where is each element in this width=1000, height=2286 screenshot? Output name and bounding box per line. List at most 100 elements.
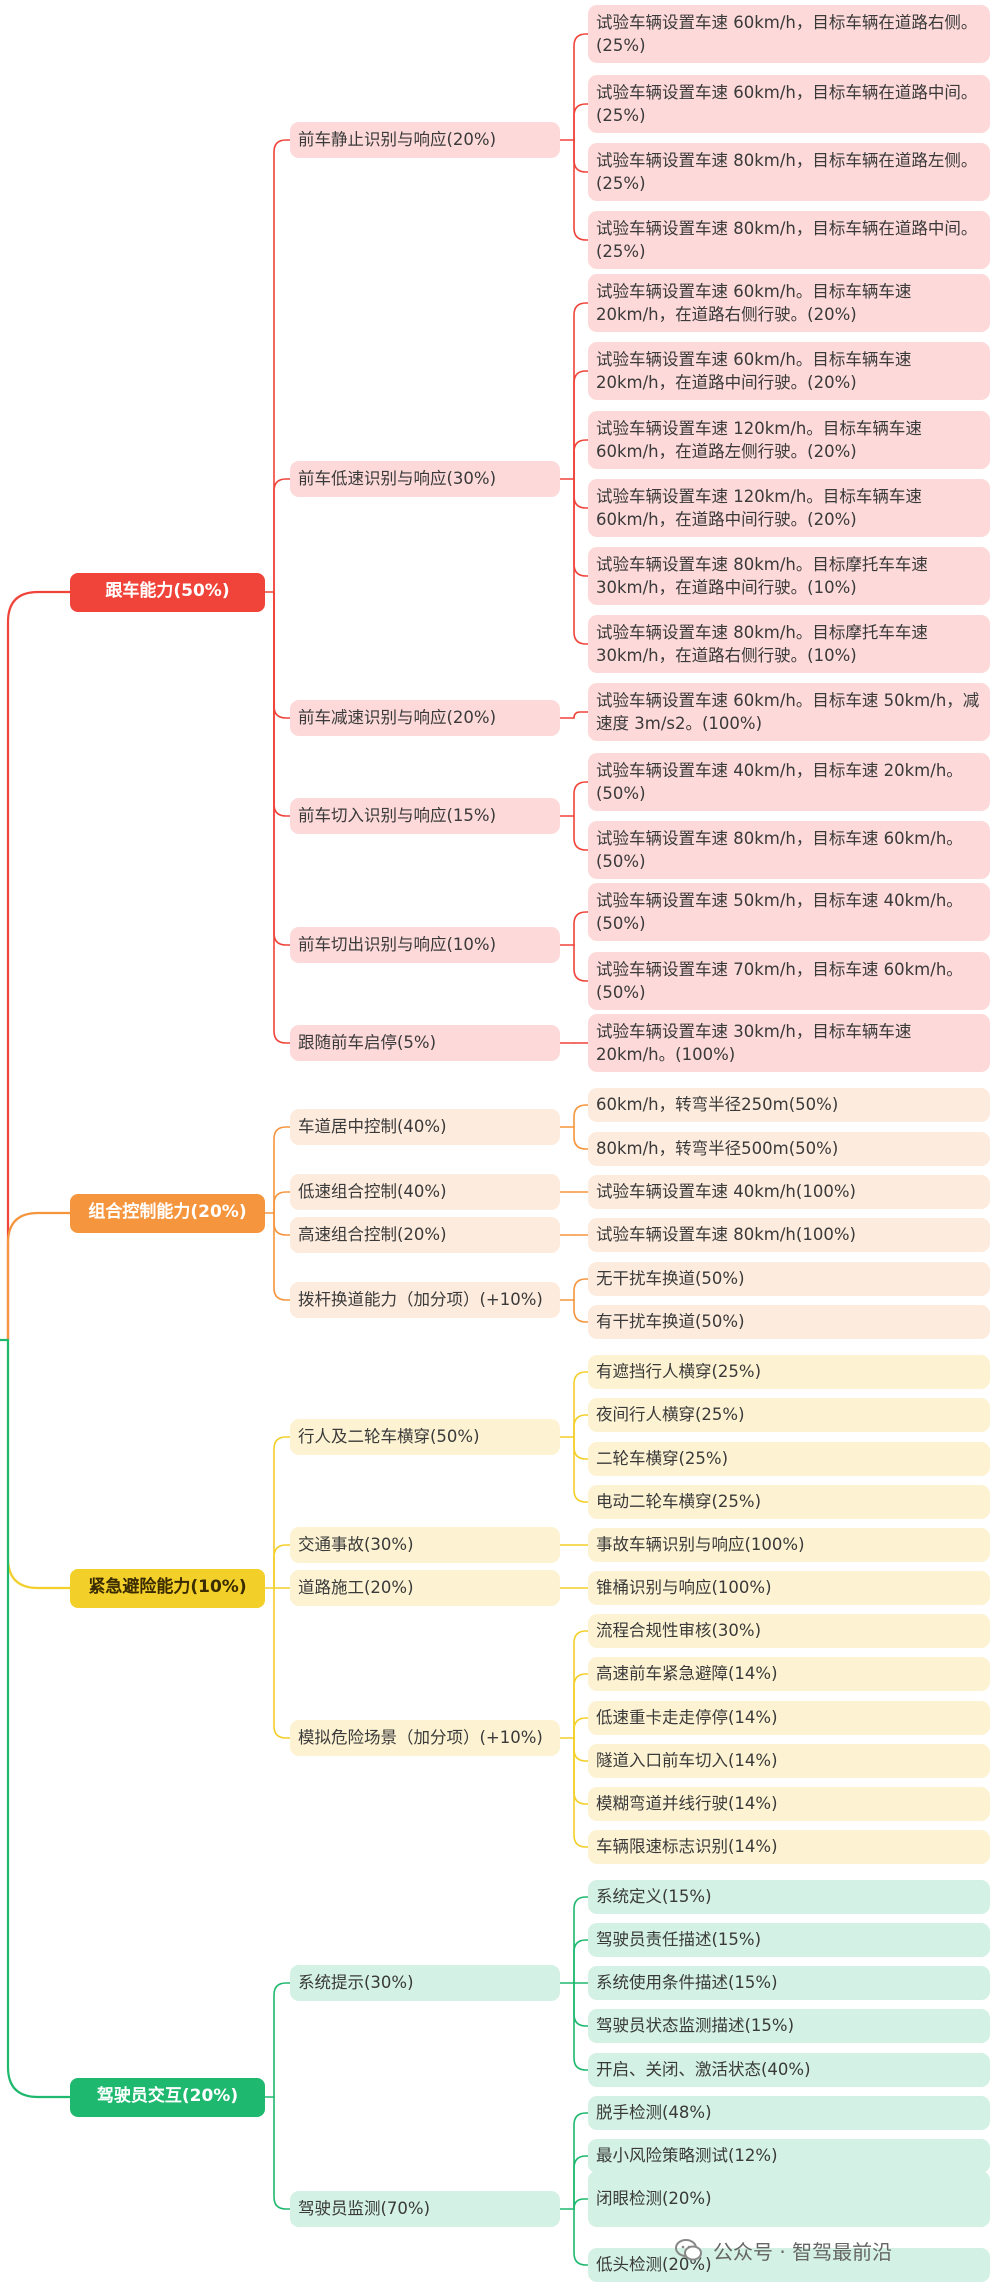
test-case-node[interactable]: 试验车辆设置车速 60km/h。目标车辆车速 20km/h，在道路中间行驶。(2…: [588, 342, 990, 400]
test-case-node[interactable]: 夜间行人横穿(25%): [588, 1398, 990, 1432]
test-case-node[interactable]: 80km/h，转弯半径500m(50%): [588, 1132, 990, 1166]
item-0-4-link-0: [573, 911, 589, 946]
branch-1-link-0: [273, 1126, 291, 1214]
test-case-node[interactable]: 车辆限速标志识别(14%): [588, 1830, 990, 1864]
item-2-3-link-2: [573, 1717, 589, 1739]
test-case-node[interactable]: 试验车辆设置车速 30km/h，目标车辆车速 20km/h。(100%): [588, 1014, 990, 1072]
test-case-node[interactable]: 低速重卡走走停停(14%): [588, 1701, 990, 1735]
category-node[interactable]: 跟随前车启停(5%): [290, 1025, 560, 1061]
item-3-0-link-1: [573, 1939, 589, 1984]
test-case-node[interactable]: 锥桶识别与响应(100%): [588, 1571, 990, 1605]
test-case-node[interactable]: 驾驶员责任描述(15%): [588, 1923, 990, 1957]
test-case-node[interactable]: 试验车辆设置车速 40km/h，目标车速 20km/h。(50%): [588, 753, 990, 811]
test-case-node[interactable]: 试验车辆设置车速 60km/h。目标车速 50km/h，减速度 3m/s2。(1…: [588, 683, 990, 741]
test-case-node[interactable]: 开启、关闭、激活状态(40%): [588, 2053, 990, 2087]
item-3-0-link-0: [573, 1896, 589, 1984]
test-case-node[interactable]: 高速前车紧急避障(14%): [588, 1657, 990, 1691]
branch-3-link-0: [273, 1982, 291, 2098]
test-case-node[interactable]: 试验车辆设置车速 40km/h(100%): [588, 1175, 990, 1209]
root-link-1: [6, 1211, 72, 1342]
branch-0-link-0: [273, 139, 291, 593]
test-case-node[interactable]: 二轮车横穿(25%): [588, 1442, 990, 1476]
category-node[interactable]: 前车切入识别与响应(15%): [290, 798, 560, 834]
test-case-node[interactable]: 无干扰车换道(50%): [588, 1262, 990, 1296]
test-case-node[interactable]: 流程合规性审核(30%): [588, 1614, 990, 1648]
branch-0-link-2: [273, 591, 291, 719]
item-2-0-link-2: [573, 1436, 589, 1460]
item-2-0-link-3: [573, 1436, 589, 1503]
branch-1-link-2: [273, 1212, 291, 1236]
branch-node[interactable]: 紧急避险能力(10%): [70, 1568, 265, 1608]
branch-3-link-1: [273, 2096, 291, 2210]
watermark: 公众号 · 智驾最前沿: [675, 2230, 995, 2270]
test-case-node[interactable]: 低头检测(20%): [588, 2248, 990, 2282]
category-node[interactable]: 驾驶员监测(70%): [290, 2191, 560, 2227]
wechat-icon: [675, 2239, 702, 2261]
test-case-node[interactable]: 试验车辆设置车速 80km/h，目标车辆在道路中间。(25%): [588, 211, 990, 269]
item-3-1-link-2: [573, 2198, 589, 2210]
item-2-3-link-1: [573, 1673, 589, 1739]
category-node[interactable]: 拨杆换道能力（加分项）(+10%): [290, 1282, 560, 1318]
category-node[interactable]: 前车减速识别与响应(20%): [290, 700, 560, 736]
test-case-node[interactable]: 驾驶员状态监测描述(15%): [588, 2009, 990, 2043]
category-node[interactable]: 车道居中控制(40%): [290, 1109, 560, 1145]
item-2-3-link-0: [573, 1630, 589, 1739]
item-0-3-link-0: [573, 781, 589, 817]
category-node[interactable]: 系统提示(30%): [290, 1965, 560, 2001]
test-case-node[interactable]: 隧道入口前车切入(14%): [588, 1744, 990, 1778]
item-0-1-link-5: [573, 478, 589, 645]
branch-node[interactable]: 驾驶员交互(20%): [70, 2077, 265, 2117]
test-case-node[interactable]: 试验车辆设置车速 120km/h。目标车辆车速 60km/h，在道路中间行驶。(…: [588, 479, 990, 537]
branch-node[interactable]: 跟车能力(50%): [70, 572, 265, 612]
test-case-node[interactable]: 试验车辆设置车速 60km/h，目标车辆在道路右侧。(25%): [588, 5, 990, 63]
test-case-node[interactable]: 试验车辆设置车速 50km/h，目标车速 40km/h。(50%): [588, 883, 990, 941]
test-case-node[interactable]: 试验车辆设置车速 80km/h，目标车辆在道路左侧。(25%): [588, 143, 990, 201]
test-case-node[interactable]: 脱手检测(48%): [588, 2096, 990, 2130]
item-0-1-link-0: [573, 302, 589, 480]
test-case-node[interactable]: 试验车辆设置车速 60km/h。目标车辆车速 20km/h，在道路右侧行驶。(2…: [588, 274, 990, 332]
category-node[interactable]: 低速组合控制(40%): [290, 1174, 560, 1210]
item-0-1-link-3: [573, 478, 589, 509]
test-case-node[interactable]: 电动二轮车横穿(25%): [588, 1485, 990, 1519]
category-node[interactable]: 前车静止识别与响应(20%): [290, 122, 560, 158]
test-case-node[interactable]: 系统使用条件描述(15%): [588, 1966, 990, 2000]
branch-2-link-3: [273, 1587, 291, 1739]
test-case-node[interactable]: 试验车辆设置车速 80km/h。目标摩托车车速 30km/h，在道路中间行驶。(…: [588, 547, 990, 605]
category-node[interactable]: 高速组合控制(20%): [290, 1217, 560, 1253]
test-case-node[interactable]: 系统定义(15%): [588, 1880, 990, 1914]
test-case-node[interactable]: 试验车辆设置车速 60km/h，目标车辆在道路中间。(25%): [588, 75, 990, 133]
category-node[interactable]: 道路施工(20%): [290, 1570, 560, 1606]
test-case-node[interactable]: 试验车辆设置车速 80km/h(100%): [588, 1218, 990, 1252]
test-case-node[interactable]: 最小风险策略测试(12%): [588, 2139, 990, 2173]
branch-0-link-3: [273, 591, 291, 817]
test-case-node[interactable]: 有遮挡行人横穿(25%): [588, 1355, 990, 1389]
test-case-node[interactable]: 模糊弯道并线行驶(14%): [588, 1787, 990, 1821]
root-link-3: [6, 1338, 72, 2099]
item-0-0-link-1: [573, 103, 589, 141]
category-node[interactable]: 前车切出识别与响应(10%): [290, 927, 560, 963]
branch-1-link-1: [273, 1191, 291, 1214]
item-3-0-link-3: [573, 1982, 589, 2027]
category-node[interactable]: 行人及二轮车横穿(50%): [290, 1419, 560, 1455]
test-case-node[interactable]: 试验车辆设置车速 120km/h。目标车辆车速 60km/h，在道路左侧行驶。(…: [588, 411, 990, 469]
item-0-0-link-3: [573, 139, 589, 241]
test-case-node[interactable]: 试验车辆设置车速 70km/h，目标车速 60km/h。(50%): [588, 952, 990, 1010]
item-2-0-link-0: [573, 1371, 589, 1438]
test-case-node[interactable]: 有干扰车换道(50%): [588, 1305, 990, 1339]
test-case-node[interactable]: 60km/h，转弯半径250m(50%): [588, 1088, 990, 1122]
item-1-3-link-1: [573, 1299, 589, 1323]
category-node[interactable]: 模拟危险场景（加分项）(+10%): [290, 1720, 560, 1756]
category-node[interactable]: 前车低速识别与响应(30%): [290, 461, 560, 497]
test-case-node[interactable]: 事故车辆识别与响应(100%): [588, 1528, 990, 1562]
test-case-node[interactable]: 试验车辆设置车速 80km/h，目标车速 60km/h。(50%): [588, 821, 990, 879]
item-3-1-link-0: [573, 2112, 589, 2210]
category-node[interactable]: 交通事故(30%): [290, 1527, 560, 1563]
test-case-node[interactable]: 闭眼检测(20%): [588, 2171, 990, 2227]
item-1-3-link-0: [573, 1278, 589, 1301]
branch-node[interactable]: 组合控制能力(20%): [70, 1193, 265, 1233]
watermark-text: 公众号 · 智驾最前沿: [713, 2239, 893, 2264]
item-0-1-link-2: [573, 439, 589, 480]
test-case-node[interactable]: 试验车辆设置车速 80km/h。目标摩托车车速 30km/h，在道路右侧行驶。(…: [588, 615, 990, 673]
item-1-0-link-0: [573, 1104, 589, 1128]
